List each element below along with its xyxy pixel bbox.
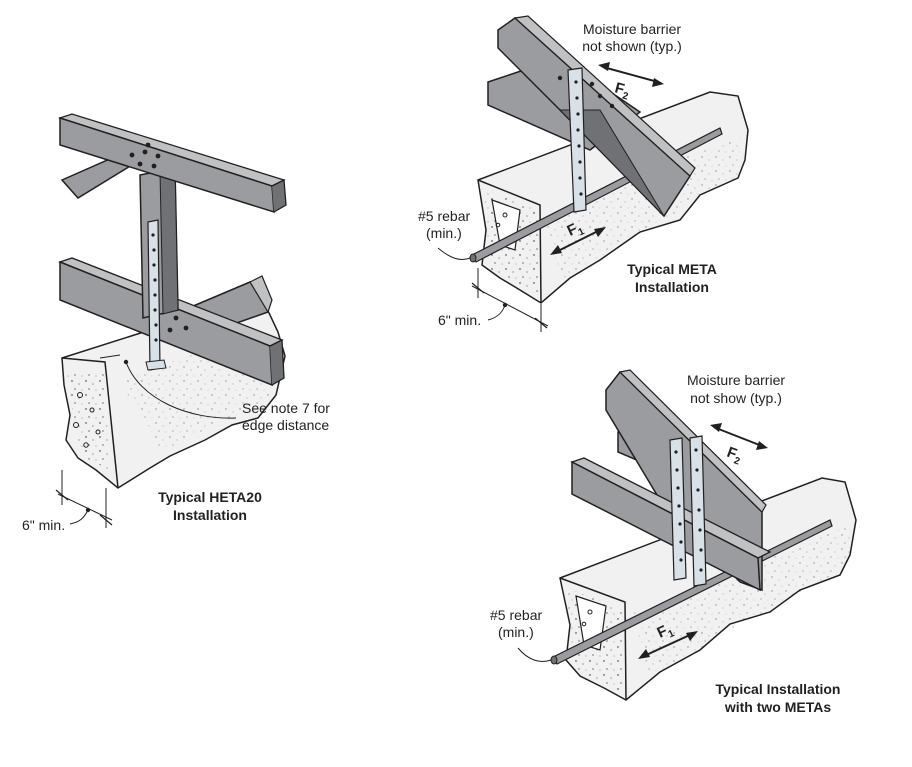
two-meta-f2-label: F2 [724,444,745,468]
heta-edge-leader [99,354,237,419]
meta-moisture-line1: Moisture barrier [583,21,681,37]
two-meta-rebar-line2: (min.) [498,624,534,640]
two-meta-force-f2-arrow [710,423,768,450]
heta-upper-bolts [129,142,161,169]
meta-force-f1-arrow [550,227,606,255]
two-meta-caption-line2: with two METAs [724,699,831,715]
heta-dim-label: 6" min. [22,517,65,533]
heta-dimension [55,470,113,528]
meta-caption-line2: Installation [635,279,709,295]
two-meta-rebar-line1: #5 rebar [490,607,542,623]
heta-caption-line2: Installation [173,507,247,523]
meta-rebar-leader [437,247,471,261]
meta-dim-label: 6" min. [438,312,481,328]
heta-note-line2: edge distance [242,417,329,433]
meta-strap [557,67,615,213]
meta-rebar-line1: #5 rebar [418,208,470,224]
two-meta-strap-2 [689,435,707,587]
heta-caption-line1: Typical HETA20 [158,489,262,505]
meta-diagonal-angle [497,15,696,218]
two-meta-moisture-line1: Moisture barrier [687,372,785,388]
meta-rebar-line2: (min.) [426,225,462,241]
heta-upper-angle [57,113,287,214]
two-meta-moisture-line2: not show (typ.) [690,390,782,406]
meta-f2-label: F2 [612,79,632,102]
meta-force-f2-arrow [598,62,664,87]
two-meta-caption-line1: Typical Installation [716,681,841,697]
meta-caption-line1: Typical META [627,261,717,277]
heta-note-line1: See note 7 for [242,400,330,416]
heta-lower-bolts [167,315,189,333]
heta-assembly [55,113,287,528]
two-meta-force-f1-arrow [638,631,698,659]
meta-assembly [437,15,749,332]
two-meta-lower-angle [570,457,772,592]
two-meta-rebar-leader [517,647,552,662]
two-meta-assembly [517,369,857,701]
two-meta-strap-1 [669,437,687,581]
meta-moisture-line2: not shown (typ.) [582,38,682,54]
meta-dimension [471,268,549,332]
heta-strap [145,219,167,371]
